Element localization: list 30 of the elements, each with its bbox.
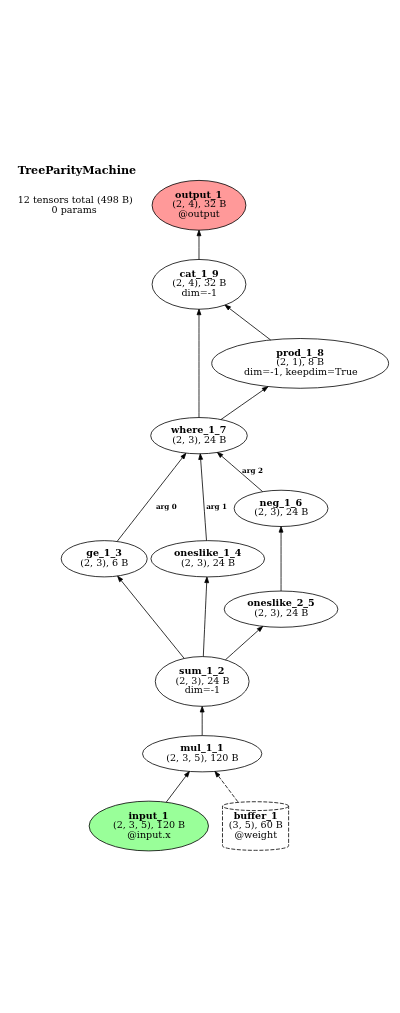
arrow [220, 386, 269, 420]
node-ellipse: ge_1_3 (2, 3), 6 B [60, 540, 148, 578]
node-ellipse: neg_1_6 (2, 3), 24 B [233, 489, 329, 527]
node-ellipse: prod_1_8 (2, 1), 8 B dim=-1, keepdim=True [211, 338, 389, 389]
arrow [165, 771, 190, 803]
arrow [196, 229, 202, 260]
arrow [278, 526, 284, 592]
label: 12 tensors total (498 B) [17, 193, 133, 205]
node-ellipse: output_1 (2, 4), 32 B @output [151, 180, 247, 231]
arrow [225, 626, 264, 661]
node-ellipse: mul_1_1 (2, 3, 5), 120 B [142, 735, 263, 773]
label: 0 params [51, 203, 97, 215]
arrow [196, 308, 202, 418]
diagram-title: TreeParityMachine [17, 163, 137, 177]
node-ellipse: sum_1_2 (2, 3), 24 B dim=-1 [154, 656, 250, 707]
arrow [116, 452, 187, 542]
arrow [198, 453, 207, 541]
node-ellipse: where_1_7 (2, 3), 24 B [150, 417, 248, 455]
arrow [199, 706, 205, 736]
node-ellipse: input_1 (2, 3, 5), 120 B @input.x [88, 800, 209, 852]
arrow [216, 452, 264, 493]
edge-label: arg 2 [242, 465, 263, 475]
arrow [224, 304, 272, 341]
arrow [214, 771, 239, 803]
arrow [202, 576, 210, 657]
node-ellipse: oneslike_1_4 (2, 3), 24 B [150, 540, 265, 578]
edge-label: arg 1 [206, 502, 228, 512]
edge-label: arg 0 [155, 502, 177, 512]
arrow [117, 575, 185, 659]
node-ellipse: oneslike_2_5 (2, 3), 24 B [223, 590, 339, 628]
